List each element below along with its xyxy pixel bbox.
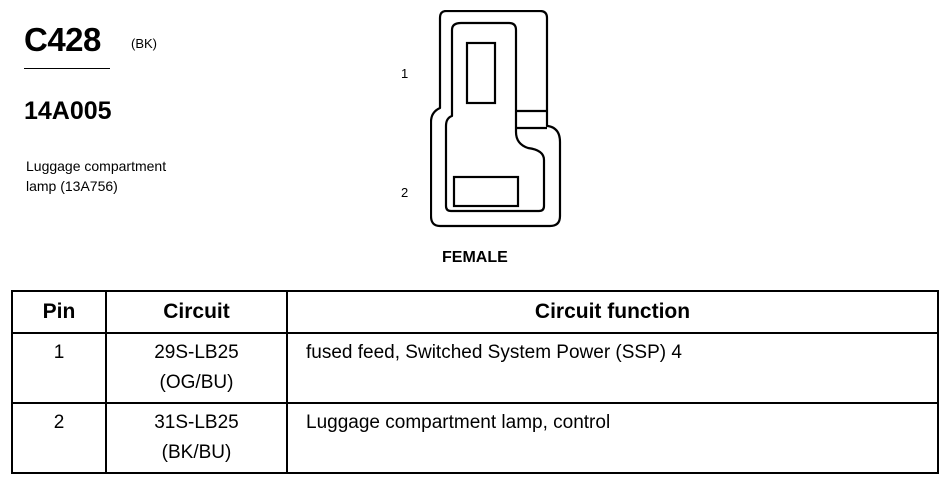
table-row: 1 29S-LB25 (OG/BU) fused feed, Switched … [11, 332, 939, 404]
terminal-2-slot [452, 175, 520, 208]
part-number: 14A005 [24, 97, 112, 125]
circuit-number: 29S-LB25 [154, 342, 239, 363]
connector-outer-housing [430, 10, 562, 228]
circuit-number: 31S-LB25 [154, 412, 239, 433]
cell-pin: 1 [11, 332, 107, 404]
connector-id: C428 [24, 21, 101, 58]
connector-color-code: (BK) [131, 36, 157, 51]
header-circuit-function: Circuit function [286, 290, 939, 334]
cell-pin: 2 [11, 402, 107, 474]
cell-circuit: 31S-LB25 (BK/BU) [105, 402, 288, 474]
title-divider [24, 68, 110, 69]
pin-label-1: 1 [401, 66, 409, 81]
wire-color: (OG/BU) [159, 372, 234, 393]
connector-description: Luggage compartment lamp (13A756) [26, 158, 167, 194]
cell-circuit: 29S-LB25 (OG/BU) [105, 332, 288, 404]
header-pin: Pin [11, 290, 107, 334]
wire-color: (BK/BU) [161, 442, 232, 463]
cell-circuit-function: Luggage compartment lamp, control [286, 402, 939, 474]
connector-gender-label: FEMALE [442, 249, 508, 266]
header-circuit: Circuit [105, 290, 288, 334]
connector-face-diagram [430, 10, 562, 228]
terminal-1-slot [465, 41, 497, 105]
pin-label-2: 2 [401, 185, 409, 200]
table-row: 2 31S-LB25 (BK/BU) Luggage compartment l… [11, 402, 939, 474]
cell-circuit-function: fused feed, Switched System Power (SSP) … [286, 332, 939, 404]
pin-table: Pin Circuit Circuit function 1 29S-LB25 … [11, 290, 939, 474]
table-header-row: Pin Circuit Circuit function [11, 290, 939, 334]
connector-inner-cavity [444, 21, 546, 213]
